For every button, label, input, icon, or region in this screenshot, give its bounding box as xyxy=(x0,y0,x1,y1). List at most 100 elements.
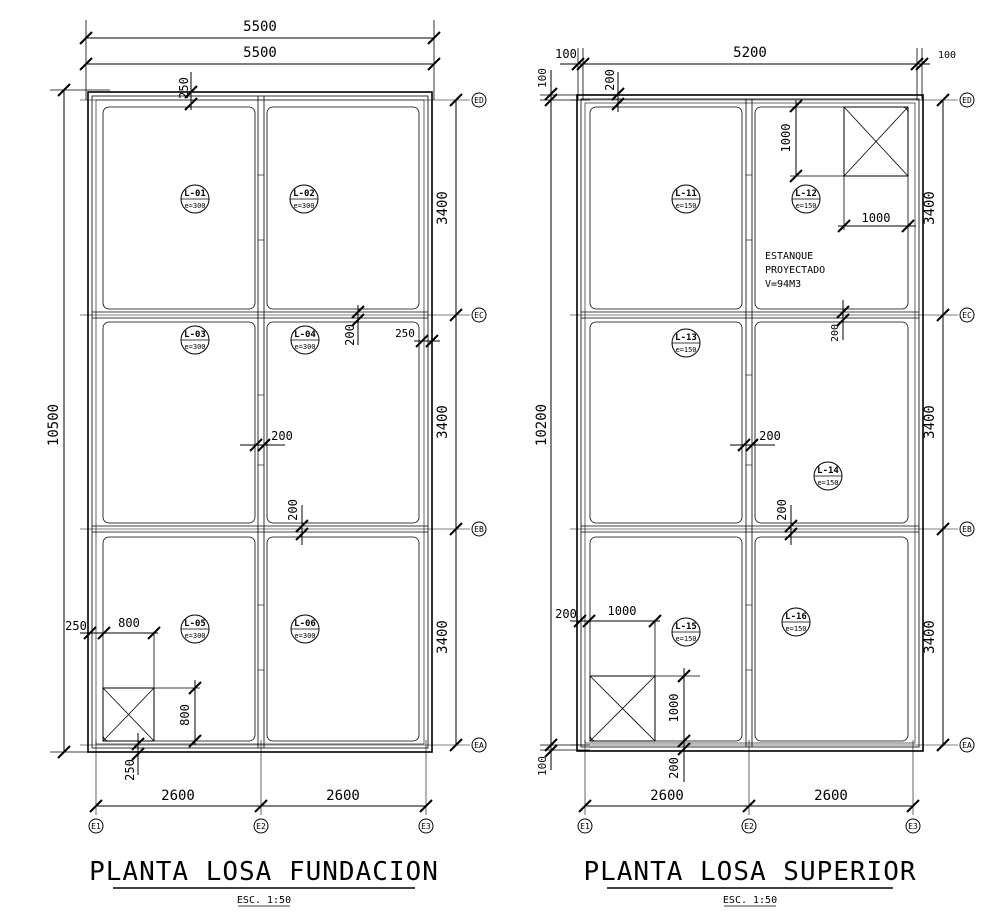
dim-200-top: 200 xyxy=(603,69,617,91)
axis-e1: E1 xyxy=(91,822,101,831)
axis-e1: E1 xyxy=(580,822,590,831)
note-line: V=94M3 xyxy=(765,279,801,290)
top-dimension-lines: 5500 5500 xyxy=(79,19,441,100)
slab-label: L-14 e=150 xyxy=(813,461,843,491)
plan-title-group: PLANTA LOSA FUNDACION ESC. 1:50 xyxy=(89,857,439,907)
dim-1000-v-bottom: 1000 xyxy=(667,694,681,723)
dim-200-eb: 200 xyxy=(286,499,300,521)
axis-e3: E3 xyxy=(908,822,918,831)
right-dim-2: 3400 xyxy=(922,405,938,439)
dim-250-left: 250 xyxy=(65,619,87,633)
dim-200-eb: 200 xyxy=(775,499,789,521)
svg-text:L-03: L-03 xyxy=(184,330,206,340)
dim-1000-h-top: 1000 xyxy=(862,211,891,225)
top-dim-5200: 5200 xyxy=(733,45,767,61)
axis-ec: EC xyxy=(962,311,972,320)
bottom-dimensions: 2600 2600 xyxy=(578,788,920,813)
slab-label: L-01 e=300 xyxy=(180,184,210,214)
axis-e2: E2 xyxy=(256,822,266,831)
slab-labels: L-11 e=150 L-12 e=150 L-13 e=150 L-14 e=… xyxy=(671,184,843,647)
dim-250-right: 250 xyxy=(395,327,415,340)
svg-text:L-12: L-12 xyxy=(795,189,817,199)
axis-e2: E2 xyxy=(744,822,754,831)
axis-ed: ED xyxy=(962,96,972,105)
axis-eb: EB xyxy=(962,525,972,534)
axis-ed: ED xyxy=(474,96,484,105)
dim-800-h: 800 xyxy=(118,616,140,630)
bottom-dim-2: 2600 xyxy=(326,788,360,804)
right-dim-1: 3400 xyxy=(922,191,938,225)
svg-text:L-13: L-13 xyxy=(675,333,697,343)
slab-label: L-04 e=300 xyxy=(290,325,320,355)
top-dim-2: 5500 xyxy=(243,45,277,61)
right-dimensions: 3400 3400 3400 xyxy=(922,93,950,752)
svg-text:e=300: e=300 xyxy=(293,202,314,210)
svg-text:e=150: e=150 xyxy=(795,202,816,210)
dim-250-bottom: 250 xyxy=(123,759,137,781)
plan-superior: 100 5200 100 100 10200 100 xyxy=(534,45,975,907)
svg-text:e=300: e=300 xyxy=(184,343,205,351)
slab-outline xyxy=(87,91,433,753)
dim-200-ec: 200 xyxy=(830,324,841,342)
slab-label: L-15 e=150 xyxy=(671,617,701,647)
svg-text:L-14: L-14 xyxy=(817,466,839,476)
slab-label: L-12 e=150 xyxy=(791,184,821,214)
plan-scale: ESC. 1:50 xyxy=(723,895,777,906)
slab-label: L-03 e=300 xyxy=(180,325,210,355)
slab-label: L-13 e=150 xyxy=(671,328,701,358)
svg-text:e=150: e=150 xyxy=(675,635,696,643)
left-dimension: 10500 xyxy=(46,83,110,759)
slab-labels: L-01 e=300 L-02 e=300 L-03 e=300 L-04 e=… xyxy=(180,184,320,644)
slab-label: L-16 e=150 xyxy=(781,607,811,637)
svg-text:e=300: e=300 xyxy=(184,632,205,640)
axis-e3: E3 xyxy=(421,822,431,831)
svg-text:L-15: L-15 xyxy=(675,622,697,632)
svg-text:e=150: e=150 xyxy=(817,479,838,487)
bottom-dimensions: 2600 2600 xyxy=(89,788,433,813)
axis-lines xyxy=(570,99,958,815)
dim-200-wall: 200 xyxy=(271,429,293,443)
axis-bubbles-x: E1 E2 E3 xyxy=(88,818,434,834)
dim-200-bottom: 200 xyxy=(667,757,681,779)
axis-ea: EA xyxy=(962,741,972,750)
svg-text:L-05: L-05 xyxy=(184,619,206,629)
slab-label: L-06 e=300 xyxy=(290,614,320,644)
plan-fundacion: 5500 5500 10500 xyxy=(46,19,487,907)
axis-lines xyxy=(80,99,470,815)
plan-title-group: PLANTA LOSA SUPERIOR ESC. 1:50 xyxy=(583,857,916,907)
dim-800-v: 800 xyxy=(178,704,192,726)
left-dim-100-top: 100 xyxy=(536,68,549,88)
dim-1000-h-bottom: 1000 xyxy=(608,604,637,618)
left-dim-100-bottom: 100 xyxy=(536,756,549,776)
dim-250-top: 250 xyxy=(177,77,191,99)
svg-text:L-16: L-16 xyxy=(785,612,807,622)
right-dimensions: 3400 3400 3400 xyxy=(435,93,463,752)
bottom-dim-2: 2600 xyxy=(814,788,848,804)
svg-text:L-06: L-06 xyxy=(294,619,316,629)
slab-label: L-02 e=300 xyxy=(289,184,319,214)
detail-dimensions: 250 200 250 200 200 250 xyxy=(65,72,440,781)
bottom-dim-1: 2600 xyxy=(161,788,195,804)
svg-text:L-04: L-04 xyxy=(294,330,316,340)
slab-outline xyxy=(576,94,924,752)
plan-title: PLANTA LOSA SUPERIOR xyxy=(583,857,916,887)
left-dim: 10500 xyxy=(46,404,62,446)
svg-text:e=150: e=150 xyxy=(675,202,696,210)
axis-bubbles-y: ED EC EB EA xyxy=(959,92,975,753)
left-dimension: 100 10200 100 xyxy=(534,68,590,776)
top-dim-1: 5500 xyxy=(243,19,277,35)
dim-200-wall: 200 xyxy=(759,429,781,443)
dim-200-ec: 200 xyxy=(343,324,357,346)
svg-text:L-01: L-01 xyxy=(184,189,206,199)
svg-text:e=300: e=300 xyxy=(184,202,205,210)
plan-title: PLANTA LOSA FUNDACION xyxy=(89,857,439,887)
svg-text:e=150: e=150 xyxy=(785,625,806,633)
left-dim-10200: 10200 xyxy=(534,404,550,446)
right-dim-2: 3400 xyxy=(435,405,451,439)
tank-note: ESTANQUE PROYECTADO V=94M3 xyxy=(765,251,825,290)
right-dim-1: 3400 xyxy=(435,191,451,225)
axis-ea: EA xyxy=(474,741,484,750)
top-dim-100-right: 100 xyxy=(938,50,956,61)
dim-200-left: 200 xyxy=(555,607,577,621)
